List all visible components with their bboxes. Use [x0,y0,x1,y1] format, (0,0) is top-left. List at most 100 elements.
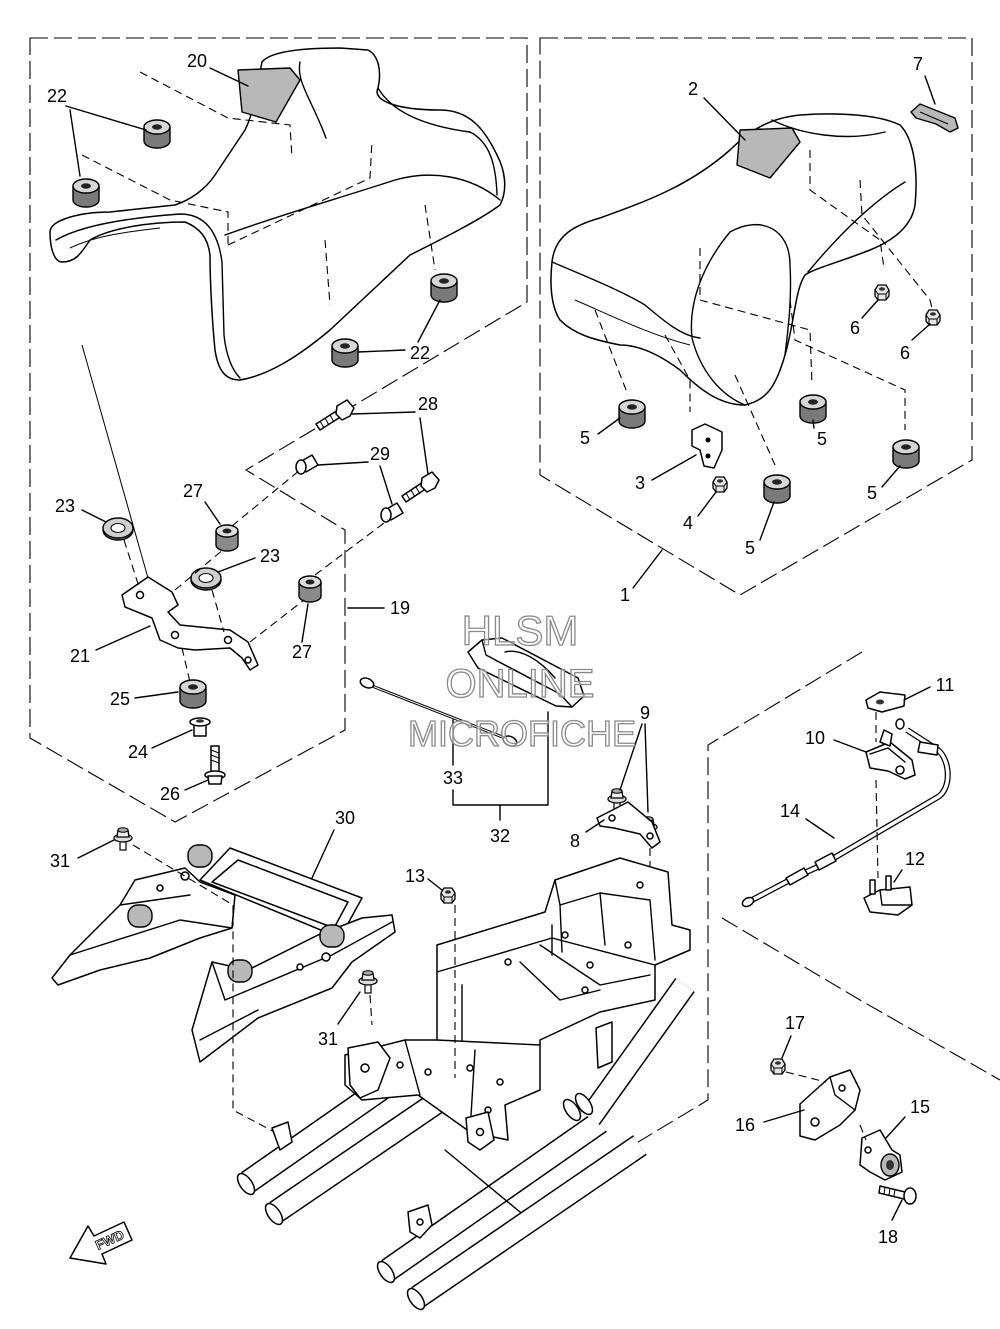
collar-29 [295,454,319,475]
watermark-line-1: HLSM [462,607,579,654]
tool-holder [467,637,585,708]
damper-22 [143,119,171,149]
collar-27 [215,524,239,552]
callout-label: 31 [318,1029,338,1049]
rear-frame [236,857,695,1311]
callout-label: 3 [635,473,645,493]
bracket-assy-connections [81,344,389,683]
washer-23 [102,517,134,541]
callout-label: 23 [260,546,280,566]
bracket-16 [799,1069,861,1141]
callout-label: 25 [110,689,130,709]
callout-label: 28 [418,394,438,414]
collar-24 [189,717,211,737]
washer-23 [190,567,222,591]
damper-22 [72,178,100,208]
callout-label: 8 [570,831,580,851]
callout-label: 27 [183,481,203,501]
callout-label: 5 [580,428,590,448]
callout-label: 30 [335,808,355,828]
rider-seat-group-outline [29,37,528,823]
bolt-26 [204,745,226,785]
callout-label: 14 [780,801,800,821]
damper-22 [331,338,359,368]
callout-label: 16 [735,1115,755,1135]
callout-label: 26 [160,784,180,804]
seat-tray-30 [51,844,396,1063]
seat-label-tag [237,67,301,123]
bolt-18 [878,1185,917,1205]
damper-5 [892,439,920,469]
damper-22 [430,273,458,303]
callout-label: 27 [292,642,312,662]
cable-assy-connections [875,712,879,879]
callout-labels: 1 2 3 4 5 5 5 5 6 6 7 8 9 10 11 12 13 14… [47,51,954,1247]
callout-label: 31 [50,851,70,871]
callout-label: 11 [936,675,955,695]
passenger-seat-group-outline [539,37,973,596]
callout-label: 6 [850,318,860,338]
callout-label: 22 [410,343,430,363]
bolt-31 [113,827,133,851]
bracket-8 [596,801,661,849]
callout-label: 6 [900,343,910,363]
damper-5 [763,474,791,504]
watermark-line-2: ONLINE [446,662,595,706]
callout-label: 32 [490,826,510,846]
callout-label: 24 [128,742,148,762]
callout-label: 1 [620,585,630,605]
seat-hook-7 [910,103,959,133]
forward-direction-arrow: FWD [69,1221,133,1265]
damper-25 [179,679,207,709]
collar-29 [380,502,404,523]
nut-6 [925,309,941,326]
nut-4 [712,476,728,493]
callout-label: 13 [405,866,425,886]
leader-lines [65,67,936,1221]
bracket-3 [691,423,723,469]
callout-label: 5 [817,429,827,449]
callout-label: 21 [70,646,90,666]
callout-label: 20 [187,51,207,71]
callout-label: 29 [370,444,390,464]
callout-label: 18 [878,1227,898,1247]
lock-15 [859,1129,903,1181]
bracket-12 [863,875,913,916]
nut-17 [770,1058,786,1075]
callout-label: 2 [688,79,698,99]
nut-6 [874,284,890,301]
callout-label: 17 [785,1013,805,1033]
callout-label: 23 [55,496,75,516]
cable-14 [741,718,951,908]
collar-27 [298,575,322,603]
bolt-28 [401,471,440,503]
seat-tray-connections [132,844,373,1151]
callout-label: 4 [683,513,693,533]
passenger-seat [550,113,933,466]
passenger-seat-label-tag [736,127,801,179]
bolt-31 [358,970,378,994]
callout-label: 5 [867,483,877,503]
damper-5 [618,399,646,429]
callout-label: 22 [47,86,67,106]
lock-lever-10 [865,729,916,780]
callout-label: 9 [640,703,650,723]
plate-11 [865,691,906,713]
callout-label: 19 [390,598,410,618]
callout-label: 12 [905,849,925,869]
seat-lock-cable-33 [359,677,518,747]
damper-5 [799,394,827,424]
callout-label: 5 [745,538,755,558]
callout-label: 7 [913,54,923,74]
callout-label: 10 [805,728,825,748]
nut-13 [440,887,456,904]
bracket-21 [121,576,259,671]
callout-label: 33 [443,768,463,788]
lock-assy-connections [785,1071,867,1141]
watermark: HLSM ONLINE MICROFICHE [407,606,636,754]
bolt-28 [315,399,355,431]
watermark-line-3: MICROFICHE [408,713,636,754]
cable-group-outline [519,651,1000,1214]
callout-label: 15 [910,1097,930,1117]
